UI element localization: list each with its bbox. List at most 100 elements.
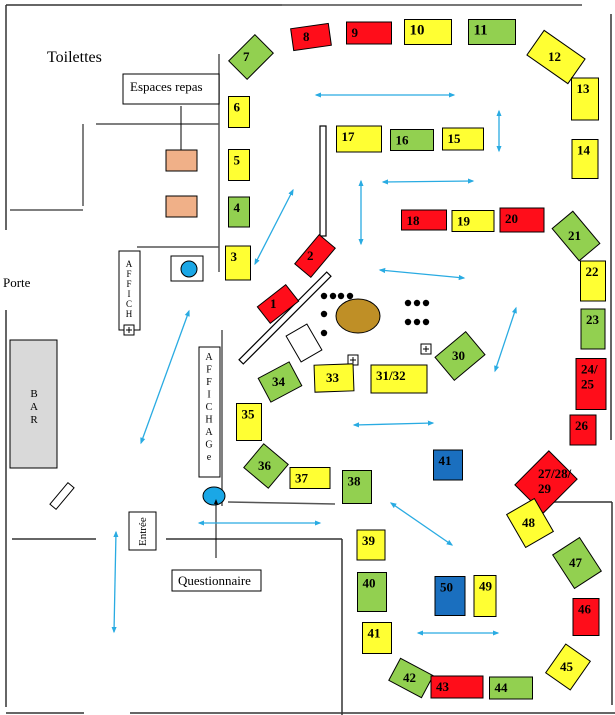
stand-1[interactable]: 1 <box>256 283 300 325</box>
stand-33[interactable]: 33 <box>313 363 355 393</box>
stand-box[interactable] <box>434 576 466 616</box>
stand-4[interactable]: 4 <box>228 196 250 228</box>
stand-box[interactable] <box>290 22 332 52</box>
stand-box[interactable] <box>499 207 545 233</box>
stand-box[interactable] <box>551 210 601 262</box>
stand-30[interactable]: 30 <box>434 330 486 382</box>
stand-23[interactable]: 23 <box>580 308 606 350</box>
stand-18[interactable]: 18 <box>401 209 447 231</box>
stand-7[interactable]: 7 <box>228 34 274 80</box>
stand-box[interactable] <box>346 21 392 45</box>
stand-11[interactable]: 11 <box>468 19 516 45</box>
stand-47[interactable]: 47 <box>551 536 603 590</box>
stand-16[interactable]: 16 <box>390 129 434 151</box>
stand-38[interactable]: 38 <box>342 470 372 504</box>
stand-box[interactable] <box>514 450 578 514</box>
stand-49[interactable]: 49 <box>473 575 497 617</box>
stand-box[interactable] <box>489 676 533 700</box>
stand-5[interactable]: 5 <box>228 149 250 181</box>
stand-46[interactable]: 46 <box>572 598 600 636</box>
stand-box[interactable] <box>357 572 387 612</box>
stand-45[interactable]: 45 <box>544 643 592 691</box>
stand-box[interactable] <box>580 308 606 350</box>
stand-box[interactable] <box>336 125 382 153</box>
stand-box[interactable] <box>388 657 434 699</box>
stand-41a[interactable]: 41 <box>433 449 463 481</box>
stand-22[interactable]: 22 <box>580 260 606 302</box>
stand-20[interactable]: 20 <box>499 207 545 233</box>
stand-box[interactable] <box>228 96 250 128</box>
stand-19[interactable]: 19 <box>451 210 495 232</box>
stand-box[interactable] <box>571 77 599 121</box>
stand-box[interactable] <box>404 19 452 45</box>
stand-label: 17 <box>342 129 356 144</box>
stand-box[interactable] <box>370 364 428 394</box>
stand-42[interactable]: 42 <box>388 657 434 699</box>
stand-31-32[interactable]: 31/32 <box>370 364 428 394</box>
stand-37[interactable]: 37 <box>289 467 331 489</box>
stand-50[interactable]: 50 <box>434 576 466 616</box>
stand-39[interactable]: 39 <box>356 529 386 561</box>
stand-34[interactable]: 34 <box>257 361 303 403</box>
stand-14[interactable]: 14 <box>571 139 599 179</box>
stand-box[interactable] <box>289 467 331 489</box>
stand-box[interactable] <box>571 139 599 179</box>
stand-box[interactable] <box>434 330 486 382</box>
stand-3[interactable]: 3 <box>225 245 251 281</box>
stand-box[interactable] <box>526 29 586 85</box>
stand-box[interactable] <box>473 575 497 617</box>
stand-box[interactable] <box>505 497 555 549</box>
stand-43[interactable]: 43 <box>430 675 484 699</box>
stand-27-28-29[interactable]: 27/28/29 <box>514 447 587 519</box>
stand-12[interactable]: 12 <box>526 29 586 85</box>
stand-box[interactable] <box>572 598 600 636</box>
stand-13[interactable]: 13 <box>571 77 599 121</box>
stand-36[interactable]: 36 <box>243 443 289 489</box>
stand-9[interactable]: 9 <box>346 21 392 45</box>
stand-box[interactable] <box>356 529 386 561</box>
stand-box[interactable] <box>243 443 289 489</box>
stand-17[interactable]: 17 <box>336 125 382 153</box>
stand-15[interactable]: 15 <box>442 127 484 151</box>
stand-21[interactable]: 21 <box>551 210 601 262</box>
stand-box[interactable] <box>451 210 495 232</box>
stand-box[interactable] <box>544 643 592 691</box>
stand-box[interactable] <box>342 470 372 504</box>
stand-box[interactable] <box>575 358 607 410</box>
stand-6[interactable]: 6 <box>228 96 250 128</box>
stand-box[interactable] <box>468 19 516 45</box>
stand-box[interactable] <box>313 363 355 393</box>
stand-box[interactable] <box>569 414 597 446</box>
stand-box[interactable] <box>228 149 250 181</box>
stand-box[interactable] <box>362 622 392 654</box>
stand-26[interactable]: 26 <box>569 414 597 446</box>
stand-box[interactable] <box>551 536 603 590</box>
stand-box[interactable] <box>225 245 251 281</box>
circulation-arrow <box>254 188 294 266</box>
stand-box[interactable] <box>442 127 484 151</box>
display-panel-diagonal <box>238 271 332 365</box>
stand-10[interactable]: 10 <box>404 19 452 45</box>
stand-44[interactable]: 44 <box>489 676 533 700</box>
stand-label: 33 <box>326 370 340 385</box>
stand-48[interactable]: 48 <box>505 497 555 549</box>
stand-box[interactable] <box>433 449 463 481</box>
stand-40[interactable]: 40 <box>357 572 387 612</box>
stand-box[interactable] <box>430 675 484 699</box>
stand-41b[interactable]: 41 <box>362 622 392 654</box>
stand-35[interactable]: 35 <box>236 403 262 441</box>
stand-box[interactable] <box>256 283 300 325</box>
stand-box[interactable] <box>294 233 336 279</box>
stand-24-25[interactable]: 24/25 <box>575 358 607 410</box>
stand-box[interactable] <box>257 361 303 403</box>
stand-box[interactable] <box>228 34 274 80</box>
stand-box[interactable] <box>401 209 447 231</box>
stand-8[interactable]: 8 <box>290 22 332 52</box>
stand-2[interactable]: 2 <box>294 233 336 279</box>
stand-label: 37 <box>295 471 309 486</box>
stand-box[interactable] <box>236 403 262 441</box>
stand-box[interactable] <box>390 129 434 151</box>
stand-box[interactable] <box>580 260 606 302</box>
stand-box[interactable] <box>228 196 250 228</box>
